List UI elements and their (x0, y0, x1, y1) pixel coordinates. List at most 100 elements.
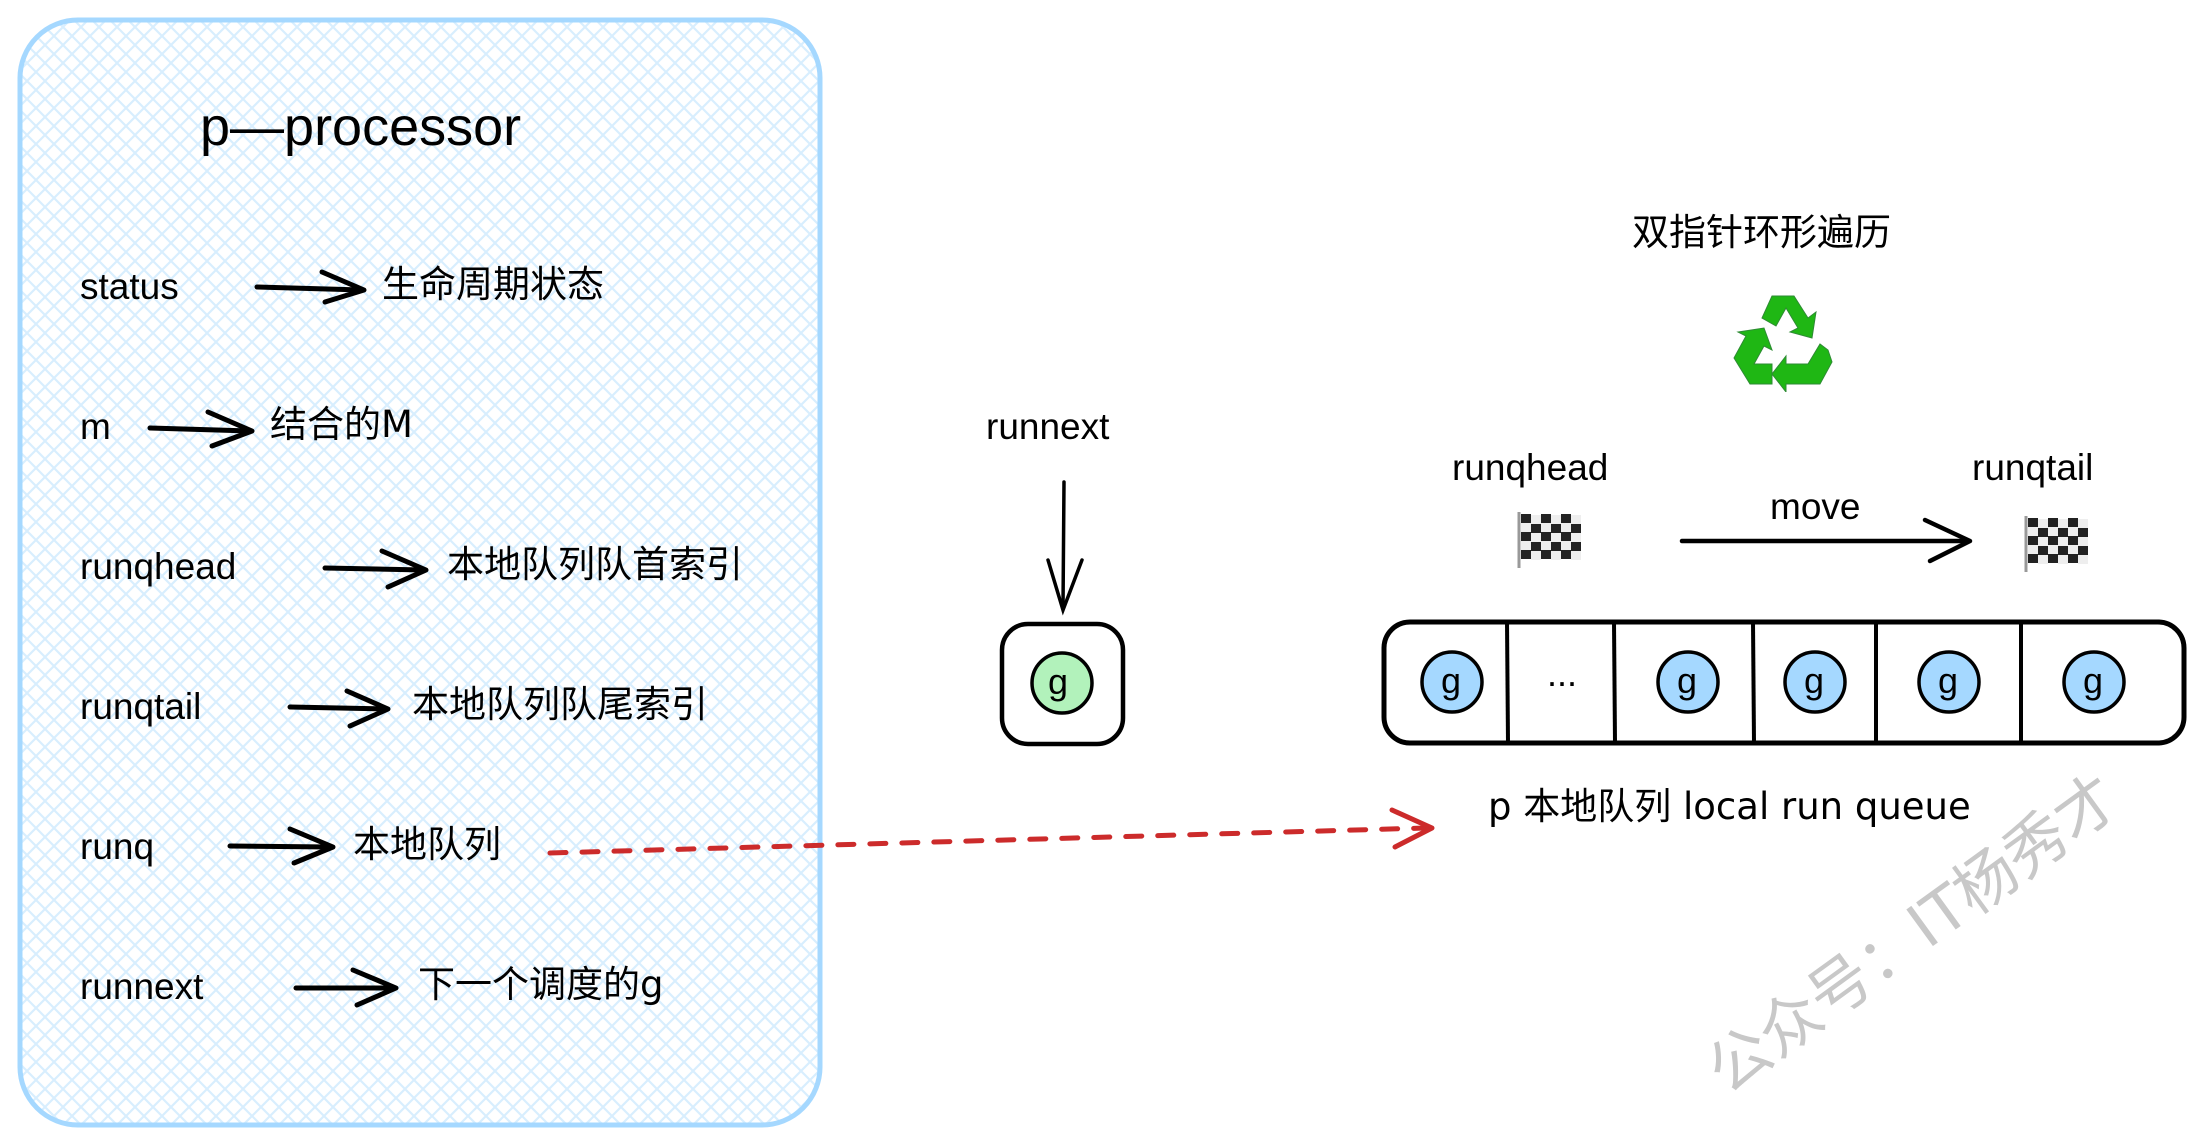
flag-square (2038, 537, 2048, 546)
flag-square (2038, 528, 2048, 537)
arrow-status (254, 269, 367, 305)
queue-goroutine-label: g (1441, 660, 1462, 701)
runqtail-checkered-flag-icon (2022, 514, 2096, 578)
queue-goroutine-circle (2062, 650, 2126, 714)
flag-square (1571, 533, 1581, 542)
field-desc-runqhead: 本地队列队首索引 (447, 543, 743, 586)
queue-heading: 双指针环形遍历 (1632, 211, 1891, 254)
flag-square (1551, 524, 1561, 533)
field-desc-runqtail: 本地队列队尾索引 (412, 683, 708, 726)
runnext-goroutine (1030, 651, 1094, 715)
flag-square (2048, 536, 2058, 545)
flag-square (1541, 523, 1551, 532)
flag-square (1571, 551, 1581, 560)
arrow-runqhead (322, 548, 429, 590)
flag-square (1551, 542, 1561, 551)
flag-square (2028, 554, 2038, 563)
flag-square (2068, 545, 2078, 554)
flag-square (1541, 514, 1551, 523)
flag-square (2078, 537, 2088, 546)
arrow-m (147, 409, 255, 449)
runq-link-arrow (547, 807, 1435, 856)
flag-square (2038, 519, 2048, 528)
flag-square (1531, 524, 1541, 533)
flag-square (1551, 551, 1561, 560)
flag-square (1531, 533, 1541, 542)
field-desc-runnext: 下一个调度的g (418, 963, 664, 1006)
flag-square (2028, 545, 2038, 554)
arrow-runnext (293, 967, 399, 1008)
flag-square (1561, 532, 1571, 541)
flag-square (1561, 523, 1571, 532)
field-name-runqhead: runqhead (80, 546, 237, 587)
flag-square (2058, 519, 2068, 528)
flag-square (1541, 532, 1551, 541)
flag-square (1531, 542, 1541, 551)
field-name-m: m (80, 406, 111, 447)
flag-square (2068, 554, 2078, 563)
flag-square (2078, 528, 2088, 537)
queue-caption: p 本地队列 local run queue (1488, 785, 1971, 828)
move-label: move (1770, 486, 1861, 527)
flag-square (2048, 518, 2058, 527)
flag-square (1571, 542, 1581, 551)
flag-square (1521, 514, 1531, 523)
queue-goroutine-circle (1656, 650, 1720, 714)
flag-square (1571, 515, 1581, 524)
flag-square (2078, 519, 2088, 528)
recycle-icon (1732, 292, 1836, 396)
flag-square (1551, 533, 1561, 542)
flag-square (2058, 546, 2068, 555)
runnext-down-arrow (1046, 480, 1084, 616)
flag-square (2058, 537, 2068, 546)
flag-square (1521, 541, 1531, 550)
runqhead-label: runqhead (1452, 447, 1609, 488)
queue-goroutine-circle (1420, 650, 1484, 714)
queue-goroutines (1420, 650, 2126, 714)
flag-square (1531, 551, 1541, 560)
field-desc-status: 生命周期状态 (382, 263, 604, 306)
runqtail-label: runqtail (1972, 447, 2094, 488)
flag-square (1561, 550, 1571, 559)
flag-square (1541, 550, 1551, 559)
queue-goroutine-label: g (1677, 660, 1698, 701)
flag-square (1561, 541, 1571, 550)
flag-square (2058, 555, 2068, 564)
field-name-status: status (80, 266, 179, 307)
flag-square (2038, 546, 2048, 555)
field-name-runq: runq (80, 826, 155, 867)
flag-square (2068, 536, 2078, 545)
field-arrows (147, 269, 429, 1008)
flag-square (2028, 527, 2038, 536)
move-arrow (1679, 517, 1973, 564)
flag-square (1521, 550, 1531, 559)
arrow-runq (227, 826, 336, 866)
flag-square (2028, 536, 2038, 545)
field-name-runnext: runnext (80, 966, 204, 1007)
field-name-runqtail: runqtail (80, 686, 202, 727)
arrow-runqtail (287, 688, 391, 729)
flag-square (2028, 518, 2038, 527)
queue-goroutine-circle (1783, 650, 1847, 714)
flag-square (1521, 523, 1531, 532)
flag-square (1571, 524, 1581, 533)
flag-square (2078, 555, 2088, 564)
flag-square (1521, 532, 1531, 541)
queue-ellipsis: ... (1547, 653, 1578, 694)
queue-dividers (1505, 621, 2023, 744)
field-desc-m: 结合的M (270, 403, 413, 446)
queue-goroutine-label: g (1938, 660, 1959, 701)
queue-goroutine-label: g (1804, 660, 1825, 701)
flag-square (2068, 518, 2078, 527)
flag-square (1561, 514, 1571, 523)
flag-square (2078, 546, 2088, 555)
flag-square (2068, 527, 2078, 536)
runnext-goroutine-label: g (1048, 661, 1069, 702)
flag-square (2048, 554, 2058, 563)
processor-title: p—processor (200, 97, 522, 157)
flag-square (2048, 527, 2058, 536)
flag-square (2058, 528, 2068, 537)
flag-square (1551, 515, 1561, 524)
flag-square (2038, 555, 2048, 564)
